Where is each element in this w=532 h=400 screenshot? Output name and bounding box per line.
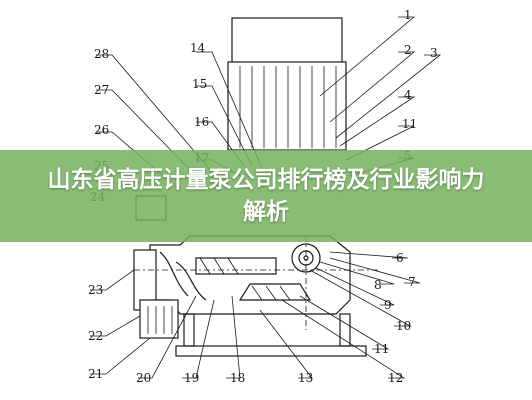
callout-7: 7 <box>408 275 416 289</box>
callout-11-bottom: 11 <box>374 342 389 356</box>
callout-20: 20 <box>136 371 151 385</box>
callout-1: 1 <box>404 8 412 22</box>
callout-11-top: 11 <box>402 117 417 131</box>
pump-body <box>149 235 351 315</box>
callout-28: 28 <box>94 47 109 61</box>
callout-23: 23 <box>88 283 103 297</box>
callout-12: 12 <box>388 371 403 385</box>
callout-21: 21 <box>88 367 103 381</box>
callout-8: 8 <box>374 278 382 292</box>
callout-15: 15 <box>192 77 207 91</box>
callout-9: 9 <box>384 298 392 312</box>
callout-26: 26 <box>94 123 109 137</box>
callout-10: 10 <box>396 319 411 333</box>
callout-14: 14 <box>190 41 206 55</box>
callout-16: 16 <box>194 115 209 129</box>
callout-2: 2 <box>404 43 412 57</box>
callout-6: 6 <box>396 251 404 265</box>
callout-18: 18 <box>230 371 245 385</box>
callout-13: 13 <box>298 371 313 385</box>
callout-labels: 1 2 3 4 11 5 6 7 8 9 10 11 12 13 14 15 1… <box>88 8 438 385</box>
callout-3: 3 <box>430 46 438 60</box>
callout-19: 19 <box>184 371 199 385</box>
callout-4: 4 <box>404 88 412 102</box>
callout-22: 22 <box>88 329 103 343</box>
callout-27: 27 <box>94 83 109 97</box>
title-banner: 山东省高压计量泵公司排行榜及行业影响力解析 <box>0 150 532 242</box>
base <box>175 313 367 357</box>
banner-title: 山东省高压计量泵公司排行榜及行业影响力解析 <box>47 167 485 225</box>
